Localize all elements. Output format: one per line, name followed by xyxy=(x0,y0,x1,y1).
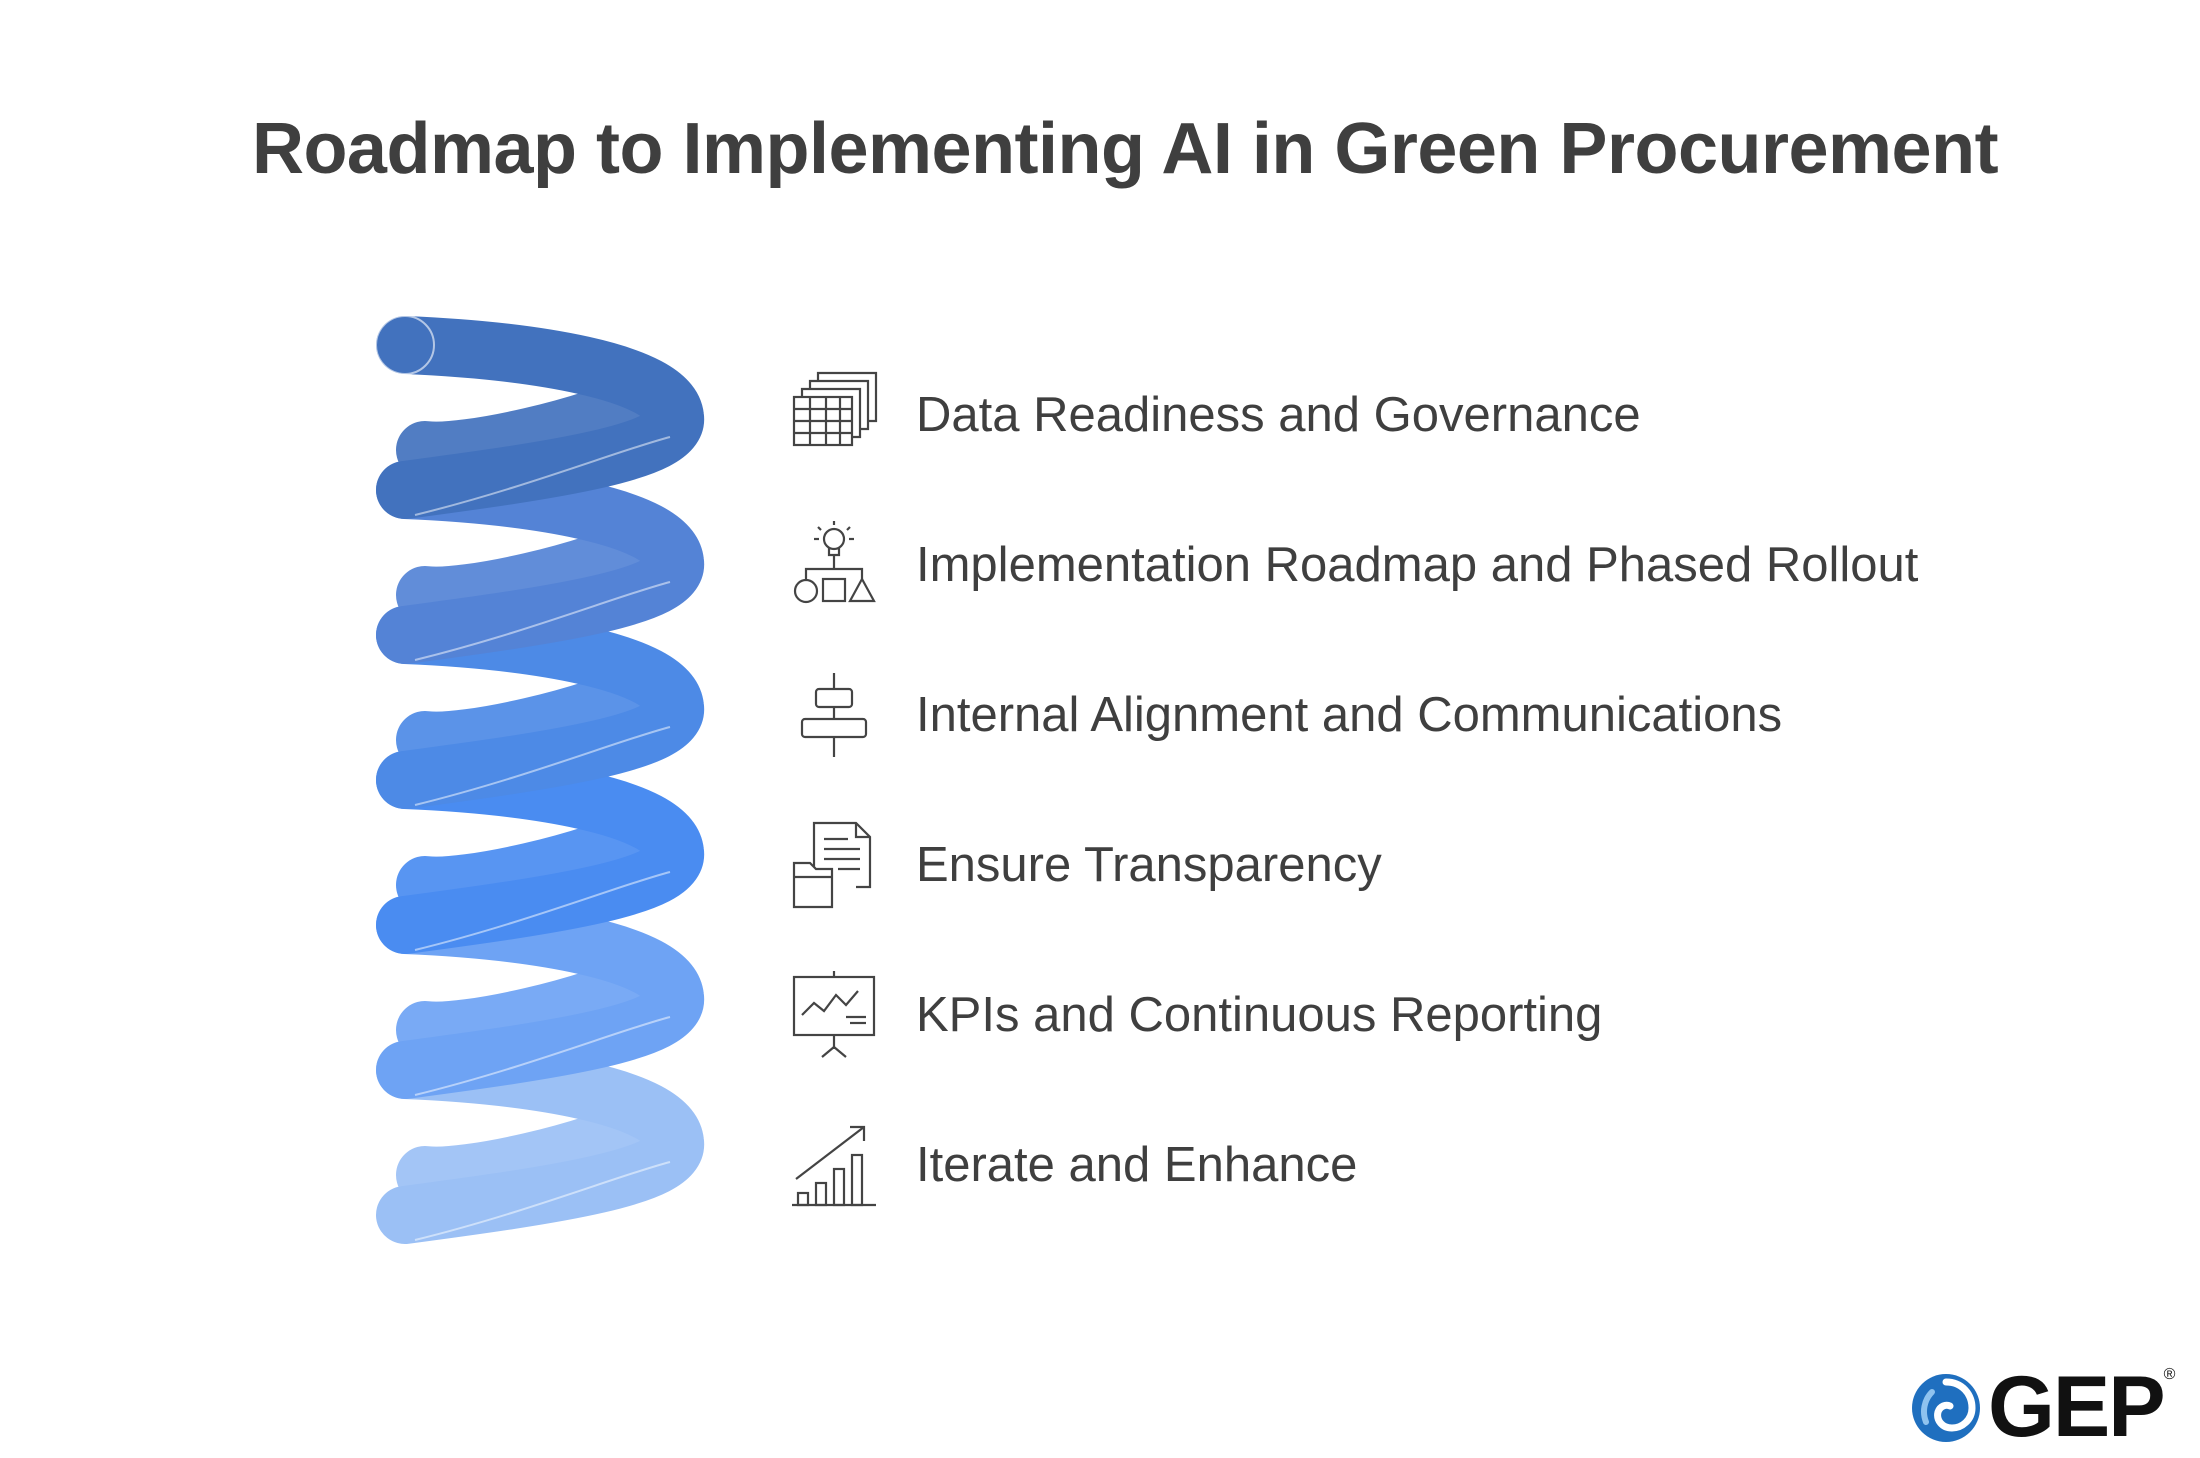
coil-back-strand xyxy=(396,803,679,915)
gep-logo: GEP ® xyxy=(1910,1358,2175,1457)
step-internal-alignment: Internal Alignment and Communications xyxy=(786,660,2186,770)
spreadsheet-stack-icon xyxy=(786,367,882,463)
step-data-readiness: Data Readiness and Governance xyxy=(786,360,2186,470)
step-label: Implementation Roadmap and Phased Rollou… xyxy=(916,538,1919,592)
step-label: Internal Alignment and Communications xyxy=(916,688,1783,742)
coil-highlight xyxy=(414,581,671,661)
step-label: Data Readiness and Governance xyxy=(916,388,1641,442)
page-title: Roadmap to Implementing AI in Green Proc… xyxy=(251,109,1999,189)
growth-bar-chart-icon xyxy=(786,1117,882,1213)
coil-highlight xyxy=(414,871,671,951)
logo-registered-mark: ® xyxy=(2163,1366,2176,1383)
align-center-icon xyxy=(786,667,882,763)
coil-back-strand xyxy=(396,1093,679,1205)
coil-back-strand xyxy=(396,368,679,480)
coil-back-strand xyxy=(396,513,679,625)
step-kpis-reporting: KPIs and Continuous Reporting xyxy=(786,960,2186,1070)
step-label: KPIs and Continuous Reporting xyxy=(916,988,1603,1042)
step-label: Ensure Transparency xyxy=(916,838,1382,892)
coil-back-strand xyxy=(396,948,679,1060)
step-implementation-roadmap: Implementation Roadmap and Phased Rollou… xyxy=(786,510,2186,620)
coil-highlight xyxy=(414,726,671,806)
coil-front-strand xyxy=(376,316,704,519)
coil-back-strand xyxy=(396,658,679,770)
spiral-coil xyxy=(375,315,704,1244)
coil-highlight xyxy=(414,1016,671,1096)
step-ensure-transparency: Ensure Transparency xyxy=(786,810,2186,920)
swirl-logo-icon xyxy=(1912,1373,1980,1442)
documents-folder-icon xyxy=(786,817,882,913)
step-label: Iterate and Enhance xyxy=(916,1138,1358,1192)
coil-highlight xyxy=(414,436,671,516)
logo-text: GEP xyxy=(1988,1359,2166,1455)
coil-highlight xyxy=(414,1161,671,1241)
coil-end-cap xyxy=(375,315,435,375)
step-iterate-enhance: Iterate and Enhance xyxy=(786,1110,2186,1220)
idea-shapes-hierarchy-icon xyxy=(786,517,882,613)
presentation-board-icon xyxy=(786,967,882,1063)
